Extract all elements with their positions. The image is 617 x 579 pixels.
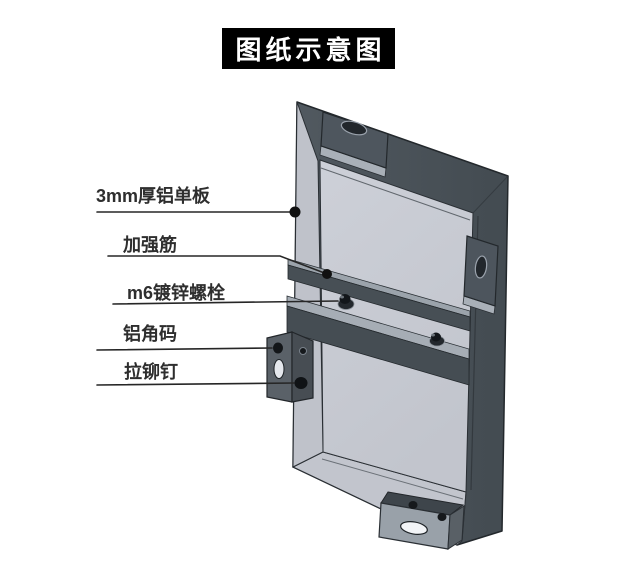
bracket-oval-slot [273, 359, 285, 379]
bottom-flange-fold-line [321, 458, 464, 500]
leader-dot-stiffener-rib [322, 269, 332, 279]
bottom-bracket-oval-slot [400, 521, 428, 535]
label-blind-rivet: 拉铆钉 [124, 362, 178, 382]
bottom-bracket [378, 491, 465, 550]
bottom-bracket-side-face [447, 505, 465, 550]
page-title: 图纸示意图 [222, 28, 395, 69]
corner-bracket-left [266, 331, 314, 403]
m6-bolt-1 [337, 294, 355, 310]
bottom-bracket-rivet-1 [408, 501, 418, 509]
hanger-tab-right [462, 235, 499, 315]
bracket-rivet-bottom [294, 377, 308, 389]
corner-bracket-side-face [291, 331, 314, 403]
top-tab-oval-slot [340, 120, 368, 136]
leader-line-corner-bracket [96, 347, 273, 351]
top-right-mitre-line [472, 175, 509, 214]
leader-line-blind-rivet [96, 382, 295, 386]
label-stiffener-rib: 加强筋 [123, 235, 177, 255]
stiffener-rib-upper-web [287, 264, 471, 332]
bracket-rivet-top [273, 342, 283, 354]
stiffener-rib-lower-web [286, 305, 470, 386]
label-corner-bracket: 铝角码 [123, 324, 177, 344]
hanger-tab-top [319, 111, 389, 178]
right-tab-oval-slot [474, 255, 488, 279]
leader-line-stiffener-rib [107, 255, 328, 275]
leader-dot-aluminum-panel [289, 206, 301, 218]
top-flange-fold-line [320, 167, 471, 221]
label-m6-bolt: m6镀锌螺栓 [127, 283, 226, 303]
bracket-rivet-small [299, 347, 307, 355]
m6-bolt-2 [429, 332, 445, 347]
bottom-bracket-rivet-2 [437, 513, 447, 521]
label-aluminum-panel: 3mm厚铝单板 [96, 186, 211, 206]
leader-line-m6-bolt [112, 300, 339, 305]
